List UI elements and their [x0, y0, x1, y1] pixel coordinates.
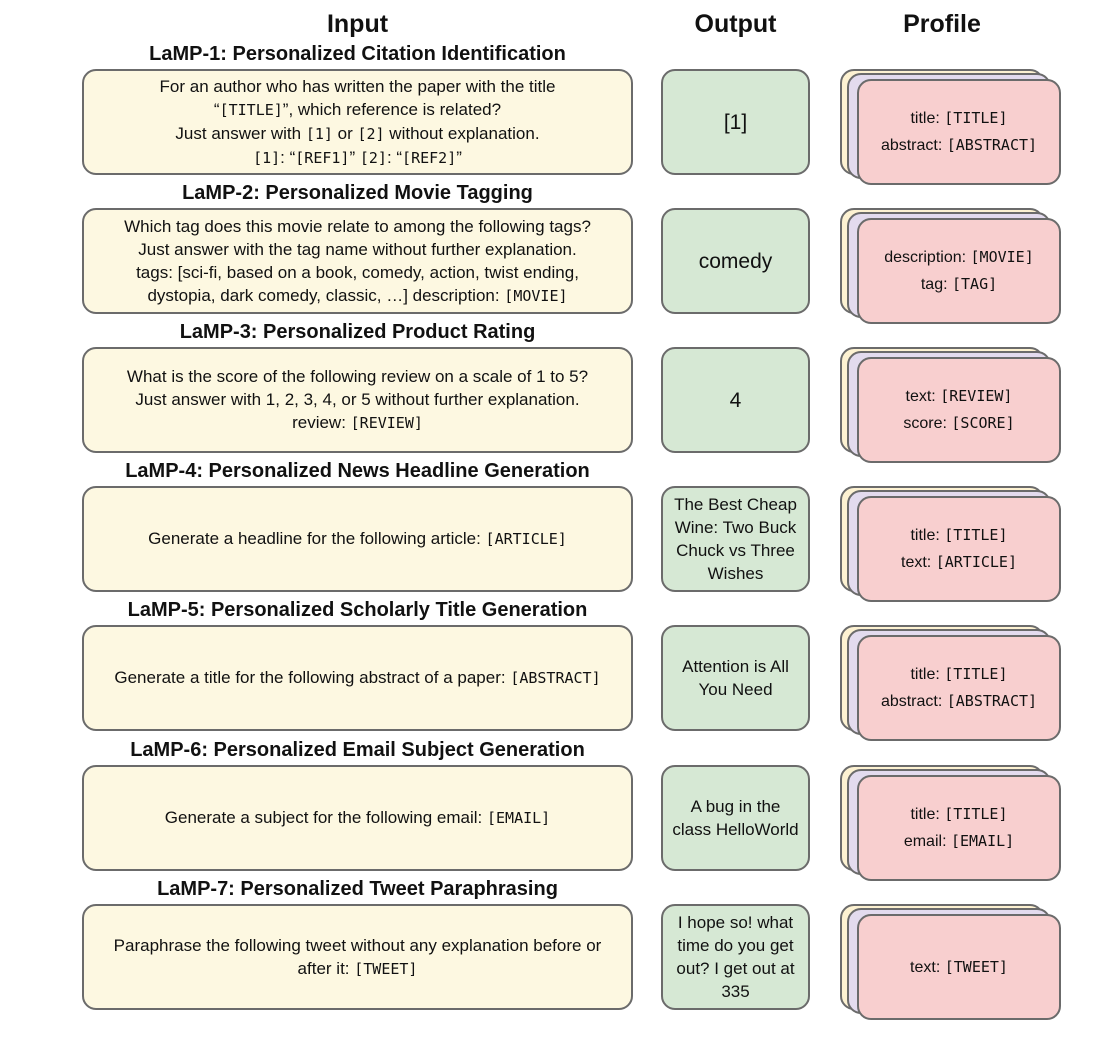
input-prompt-box: Generate a subject for the following ema… [82, 765, 633, 871]
profile-stack: title: [TITLE] abstract: [ABSTRACT] [840, 625, 1062, 741]
task-title: LaMP-5: Personalized Scholarly Title Gen… [127, 599, 588, 621]
task-title: LaMP-4: Personalized News Headline Gener… [125, 460, 590, 482]
output-text: [1] [723, 110, 748, 134]
profile-stack: title: [TITLE] text: [ARTICLE] [840, 486, 1062, 602]
input-prompt-text: Generate a headline for the following ar… [148, 529, 567, 548]
task-title: LaMP-1: Personalized Citation Identifica… [149, 43, 566, 65]
profile-text: text: [REVIEW] score: [SCORE] [903, 387, 1015, 432]
task-row-lamp-3: LaMP-3: Personalized Product Rating What… [0, 320, 1120, 463]
input-prompt-text: Which tag does this movie relate to amon… [124, 216, 591, 305]
task-title: LaMP-7: Personalized Tweet Paraphrasing [157, 878, 558, 900]
task-title: LaMP-6: Personalized Email Subject Gener… [130, 739, 585, 761]
profile-stack: title: [TITLE] abstract: [ABSTRACT] [840, 69, 1062, 185]
input-prompt-box: Generate a title for the following abstr… [82, 625, 633, 731]
output-box: Attention is All You Need [661, 625, 810, 731]
output-text: Attention is All You Need [682, 657, 789, 699]
profile-text: text: [TWEET] [910, 957, 1008, 976]
profile-card-front: text: [REVIEW] score: [SCORE] [857, 357, 1061, 463]
output-box: I hope so! what time do you get out? I g… [661, 904, 810, 1010]
input-prompt-text: For an author who has written the paper … [159, 76, 556, 167]
profile-card-front: title: [TITLE] abstract: [ABSTRACT] [857, 79, 1061, 185]
profile-card-front: description: [MOVIE] tag: [TAG] [857, 218, 1061, 324]
output-text: I hope so! what time do you get out? I g… [676, 913, 795, 1001]
input-prompt-box: Which tag does this movie relate to amon… [82, 208, 633, 314]
output-text: A bug in the class HelloWorld [672, 797, 799, 839]
profile-stack: title: [TITLE] email: [EMAIL] [840, 765, 1062, 881]
input-prompt-box: Generate a headline for the following ar… [82, 486, 633, 592]
profile-card-front: title: [TITLE] text: [ARTICLE] [857, 496, 1061, 602]
profile-column-header: Profile [903, 10, 981, 38]
task-row-lamp-7: LaMP-7: Personalized Tweet Paraphrasing … [0, 877, 1120, 1020]
task-row-lamp-6: LaMP-6: Personalized Email Subject Gener… [0, 738, 1120, 881]
profile-stack: text: [TWEET] [840, 904, 1062, 1020]
output-text: comedy [698, 249, 773, 273]
task-title: LaMP-3: Personalized Product Rating [179, 321, 536, 343]
profile-text: title: [TITLE] text: [ARTICLE] [901, 526, 1017, 571]
output-text: The Best Cheap Wine: Two Buck Chuck vs T… [674, 495, 797, 583]
profile-text: title: [TITLE] abstract: [ABSTRACT] [880, 665, 1038, 710]
output-box: [1] [661, 69, 810, 175]
profile-stack: description: [MOVIE] tag: [TAG] [840, 208, 1062, 324]
task-title: LaMP-2: Personalized Movie Tagging [182, 182, 533, 204]
profile-card-front: title: [TITLE] abstract: [ABSTRACT] [857, 635, 1061, 741]
input-column-header: Input [326, 10, 389, 38]
profile-card-front: title: [TITLE] email: [EMAIL] [857, 775, 1061, 881]
output-box: The Best Cheap Wine: Two Buck Chuck vs T… [661, 486, 810, 592]
output-column-header: Output [694, 10, 777, 38]
output-text: 4 [729, 388, 742, 412]
input-prompt-text: Generate a subject for the following ema… [164, 808, 551, 827]
task-row-lamp-1: LaMP-1: Personalized Citation Identifica… [0, 42, 1120, 185]
input-prompt-text: What is the score of the following revie… [126, 367, 589, 432]
profile-text: title: [TITLE] email: [EMAIL] [903, 805, 1015, 850]
task-row-lamp-4: LaMP-4: Personalized News Headline Gener… [0, 459, 1120, 602]
profile-card-front: text: [TWEET] [857, 914, 1061, 1020]
profile-text: title: [TITLE] abstract: [ABSTRACT] [880, 109, 1038, 154]
task-row-lamp-5: LaMP-5: Personalized Scholarly Title Gen… [0, 598, 1120, 741]
output-box: A bug in the class HelloWorld [661, 765, 810, 871]
profile-stack: text: [REVIEW] score: [SCORE] [840, 347, 1062, 463]
output-box: comedy [661, 208, 810, 314]
input-prompt-text: Generate a title for the following abstr… [114, 668, 601, 687]
input-prompt-box: Paraphrase the following tweet without a… [82, 904, 633, 1010]
input-prompt-box: For an author who has written the paper … [82, 69, 633, 175]
input-prompt-box: What is the score of the following revie… [82, 347, 633, 453]
task-row-lamp-2: LaMP-2: Personalized Movie Tagging Which… [0, 181, 1120, 324]
output-box: 4 [661, 347, 810, 453]
profile-text: description: [MOVIE] tag: [TAG] [884, 248, 1034, 293]
input-prompt-text: Paraphrase the following tweet without a… [113, 935, 602, 978]
